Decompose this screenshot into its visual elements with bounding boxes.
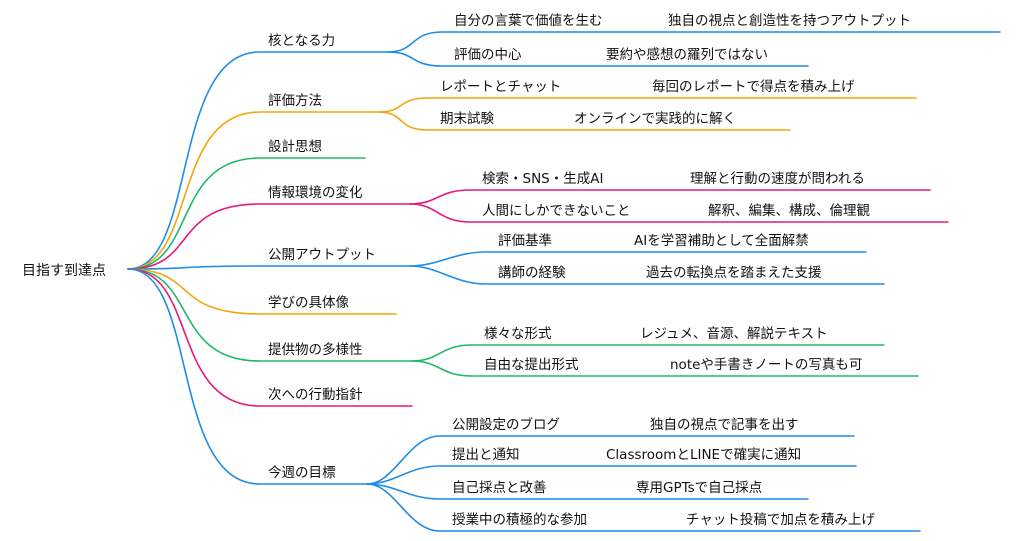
sub-connector <box>387 51 809 67</box>
sub-node: 人間にしかできないこと 解釈、編集、構成、倫理観 <box>409 202 949 223</box>
sub-node-detail: 理解と行動の速度が問われる <box>690 171 865 187</box>
sub-node-label: 提出と通知 <box>452 446 520 463</box>
branch-label: 学びの具体像 <box>268 295 349 311</box>
branch-8: 次への行動指針 <box>127 268 413 407</box>
branch-connector <box>127 111 379 270</box>
branch-connector <box>127 268 413 407</box>
sub-node-detail: 専用GPTsで自己採点 <box>636 480 762 496</box>
sub-node: 評価の中心 要約や感想の羅列ではない <box>387 46 809 67</box>
root-node-label: 目指す到達点 <box>22 263 106 279</box>
sub-node: 評価基準 AIを学習補助として全面解禁 <box>409 232 867 267</box>
sub-node: 期末試験 オンラインで実践的に解く <box>377 111 791 131</box>
sub-connector <box>409 189 931 205</box>
sub-node-detail: チャット投稿で加点を積み上げ <box>686 512 875 528</box>
sub-connector <box>411 344 885 362</box>
branch-label: 提供物の多様性 <box>268 341 363 358</box>
sub-node-detail: 解釈、編集、構成、倫理観 <box>708 202 870 219</box>
sub-connector <box>409 203 949 223</box>
sub-node-label: 自由な提出形式 <box>484 357 579 373</box>
sub-node-detail: レジュメ、音源、解説テキスト <box>640 325 828 342</box>
sub-node: 様々な形式 レジュメ、音源、解説テキスト <box>411 325 885 362</box>
sub-node-detail: 独自の視点で記事を出す <box>650 416 799 433</box>
branch-6: 学びの具体像 <box>127 268 397 315</box>
sub-node-detail: 独自の視点と創造性を持つアウトプット <box>668 13 911 29</box>
branch-label: 核となる力 <box>268 33 335 49</box>
sub-connector <box>377 111 791 131</box>
sub-node-label: 評価の中心 <box>454 47 522 63</box>
sub-node-label: 自分の言葉で価値を生む <box>454 13 603 29</box>
branch-label: 次への行動指針 <box>268 387 363 403</box>
branch-label: 設計思想 <box>268 139 322 155</box>
sub-node: 提出と通知 ClassroomとLINEで確実に通知 <box>366 446 857 485</box>
sub-connector <box>366 483 921 532</box>
sub-node: 公開設定のブログ 独自の視点で記事を出す <box>366 416 855 485</box>
sub-connector <box>387 31 1001 53</box>
sub-node-label: 検索・SNS・生成AI <box>482 171 603 187</box>
sub-node: 検索・SNS・生成AI 理解と行動の速度が問われる <box>409 171 931 205</box>
sub-connector <box>366 435 855 485</box>
branch-label: 今週の目標 <box>268 465 336 481</box>
sub-node-label: 授業中の積極的な参加 <box>452 511 587 528</box>
branch-connector <box>127 268 397 315</box>
sub-node: 自分の言葉で価値を生む 独自の視点と創造性を持つアウトプット <box>387 13 1001 53</box>
sub-node-detail: noteや手書きノートの写真も可 <box>670 357 862 373</box>
sub-node-label: 期末試験 <box>440 111 494 127</box>
branch-connector <box>127 265 411 270</box>
sub-node-label: 公開設定のブログ <box>452 416 560 433</box>
sub-connector <box>409 265 885 285</box>
sub-node-label: 自己採点と改善 <box>452 480 547 496</box>
sub-connector <box>409 251 867 267</box>
sub-node: 自由な提出形式 noteや手書きノートの写真も可 <box>411 357 919 377</box>
sub-node: レポートとチャット 毎回のレポートで得点を積み上げ <box>377 78 917 113</box>
sub-node-label: レポートとチャット <box>440 79 561 95</box>
sub-connector <box>366 483 809 500</box>
sub-node-detail: ClassroomとLINEで確実に通知 <box>606 446 801 463</box>
branch-connector <box>127 157 366 270</box>
sub-node: 授業中の積極的な参加 チャット投稿で加点を積み上げ <box>366 483 921 532</box>
sub-node-label: 評価基準 <box>498 232 552 249</box>
branch-connector <box>127 268 413 362</box>
branch-4: 情報環境の変化 検索・SNS・生成AI 理解と行動の速度が問われる人間にしかできない… <box>127 171 949 270</box>
branch-label: 評価方法 <box>268 93 322 109</box>
sub-node-detail: 毎回のレポートで得点を積み上げ <box>652 78 855 95</box>
branch-connector <box>127 203 411 270</box>
branch-connector <box>127 51 389 270</box>
branch-3: 設計思想 <box>127 139 366 270</box>
sub-node-label: 様々な形式 <box>484 326 552 342</box>
sub-node-detail: 過去の転換点を踏まえた支援 <box>646 265 822 281</box>
sub-node-detail: 要約や感想の羅列ではない <box>606 46 768 63</box>
branch-connector <box>127 268 368 485</box>
sub-node: 自己採点と改善 専用GPTsで自己採点 <box>366 480 809 500</box>
branch-label: 情報環境の変化 <box>268 184 363 201</box>
sub-node: 講師の経験 過去の転換点を踏まえた支援 <box>409 265 885 285</box>
sub-node-detail: AIを学習補助として全面解禁 <box>634 232 809 249</box>
sub-connector <box>411 360 919 377</box>
sub-node-label: 人間にしかできないこと <box>482 203 631 219</box>
sub-node-detail: オンラインで実践的に解く <box>574 111 736 127</box>
sub-connector <box>377 97 917 113</box>
sub-node-label: 講師の経験 <box>498 265 566 281</box>
branch-label: 公開アウトプット <box>268 247 376 263</box>
sub-connector <box>366 465 857 485</box>
